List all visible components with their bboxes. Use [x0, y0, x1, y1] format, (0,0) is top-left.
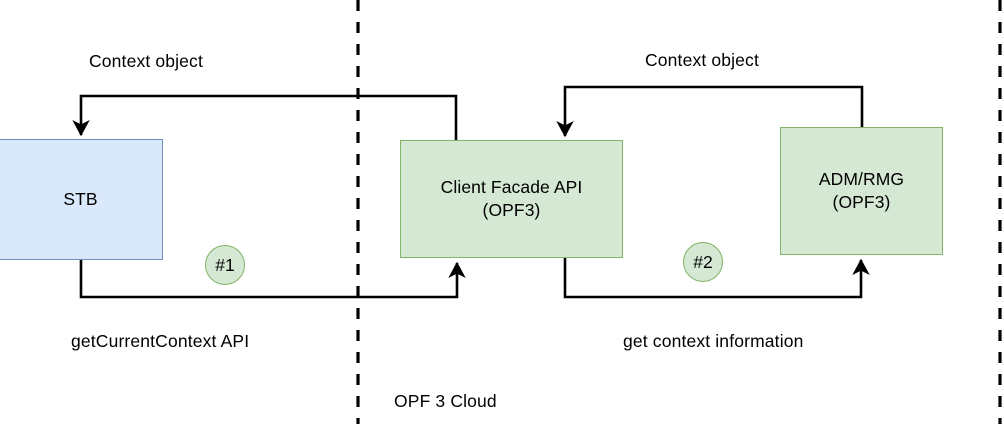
step-badge-1-label: #1: [215, 254, 235, 275]
edge-label-context-object-left: Context object: [89, 51, 203, 71]
node-client-facade-api-label: Client Facade API (OPF3): [440, 176, 583, 220]
node-stb-label: STB: [63, 188, 98, 209]
edge-label-get-context-information: get context information: [623, 331, 804, 351]
edge-label-get-current-context-api: getCurrentContext API: [71, 331, 250, 351]
node-adm-rmg[interactable]: ADM/RMG (OPF3): [780, 127, 943, 255]
connector-facade-to-stb: [72, 94, 458, 140]
node-stb[interactable]: STB: [0, 139, 163, 260]
cloud-boundary-label: OPF 3 Cloud: [394, 391, 497, 411]
step-badge-2-label: #2: [693, 251, 713, 272]
node-client-facade-api[interactable]: Client Facade API (OPF3): [400, 140, 623, 258]
node-adm-rmg-label: ADM/RMG (OPF3): [818, 168, 905, 212]
edge-label-context-object-right: Context object: [645, 50, 759, 70]
step-badge-1[interactable]: #1: [205, 245, 245, 285]
connector-stb-to-facade: [79, 260, 466, 299]
step-badge-2[interactable]: #2: [683, 242, 723, 282]
